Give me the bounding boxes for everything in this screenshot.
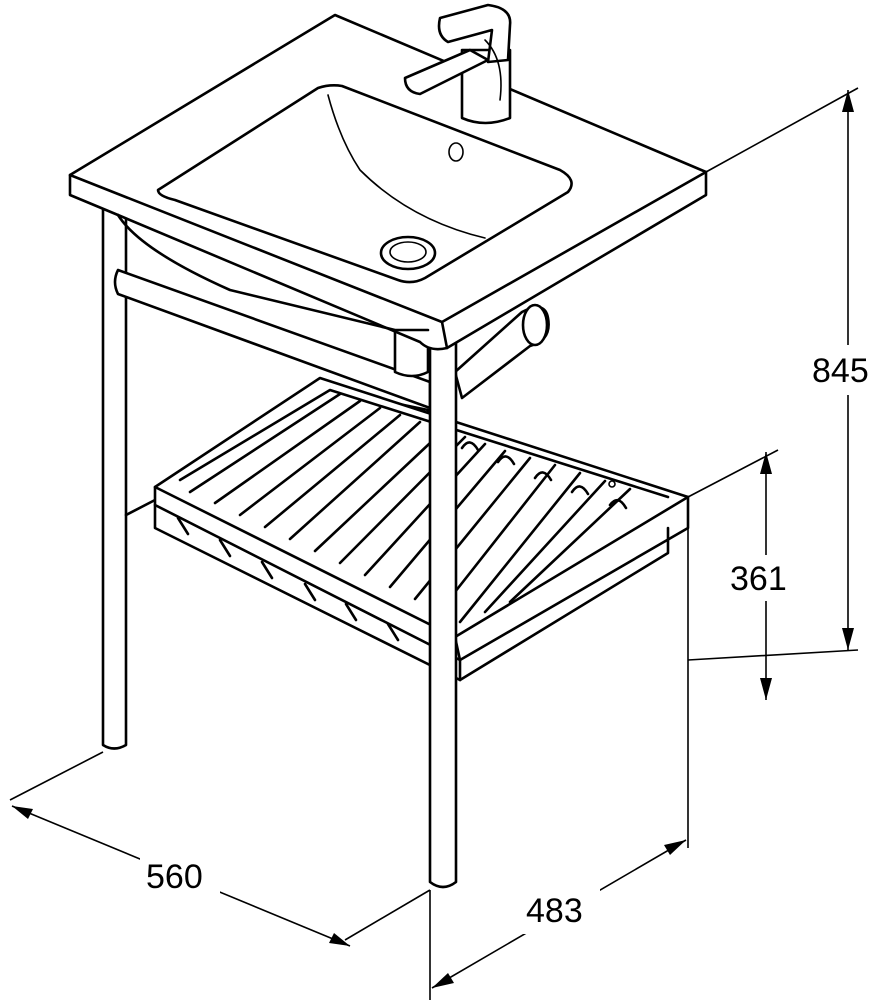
- height-label: 845: [812, 352, 869, 390]
- faucet: [403, 3, 512, 125]
- shelf-rack: [153, 376, 690, 682]
- depth-label: 483: [526, 892, 583, 930]
- dimension-width: 560: [9, 751, 431, 947]
- towel-rail: [113, 268, 550, 410]
- width-label: 560: [146, 858, 203, 896]
- dimension-shelf-height: 361: [687, 449, 800, 700]
- dimension-depth: 483: [429, 528, 689, 1000]
- shelf-height-label: 361: [730, 560, 787, 598]
- dimension-height: 845: [687, 87, 878, 661]
- front-leg: [428, 338, 458, 889]
- basin: [68, 13, 708, 351]
- rear-legs: [101, 206, 157, 750]
